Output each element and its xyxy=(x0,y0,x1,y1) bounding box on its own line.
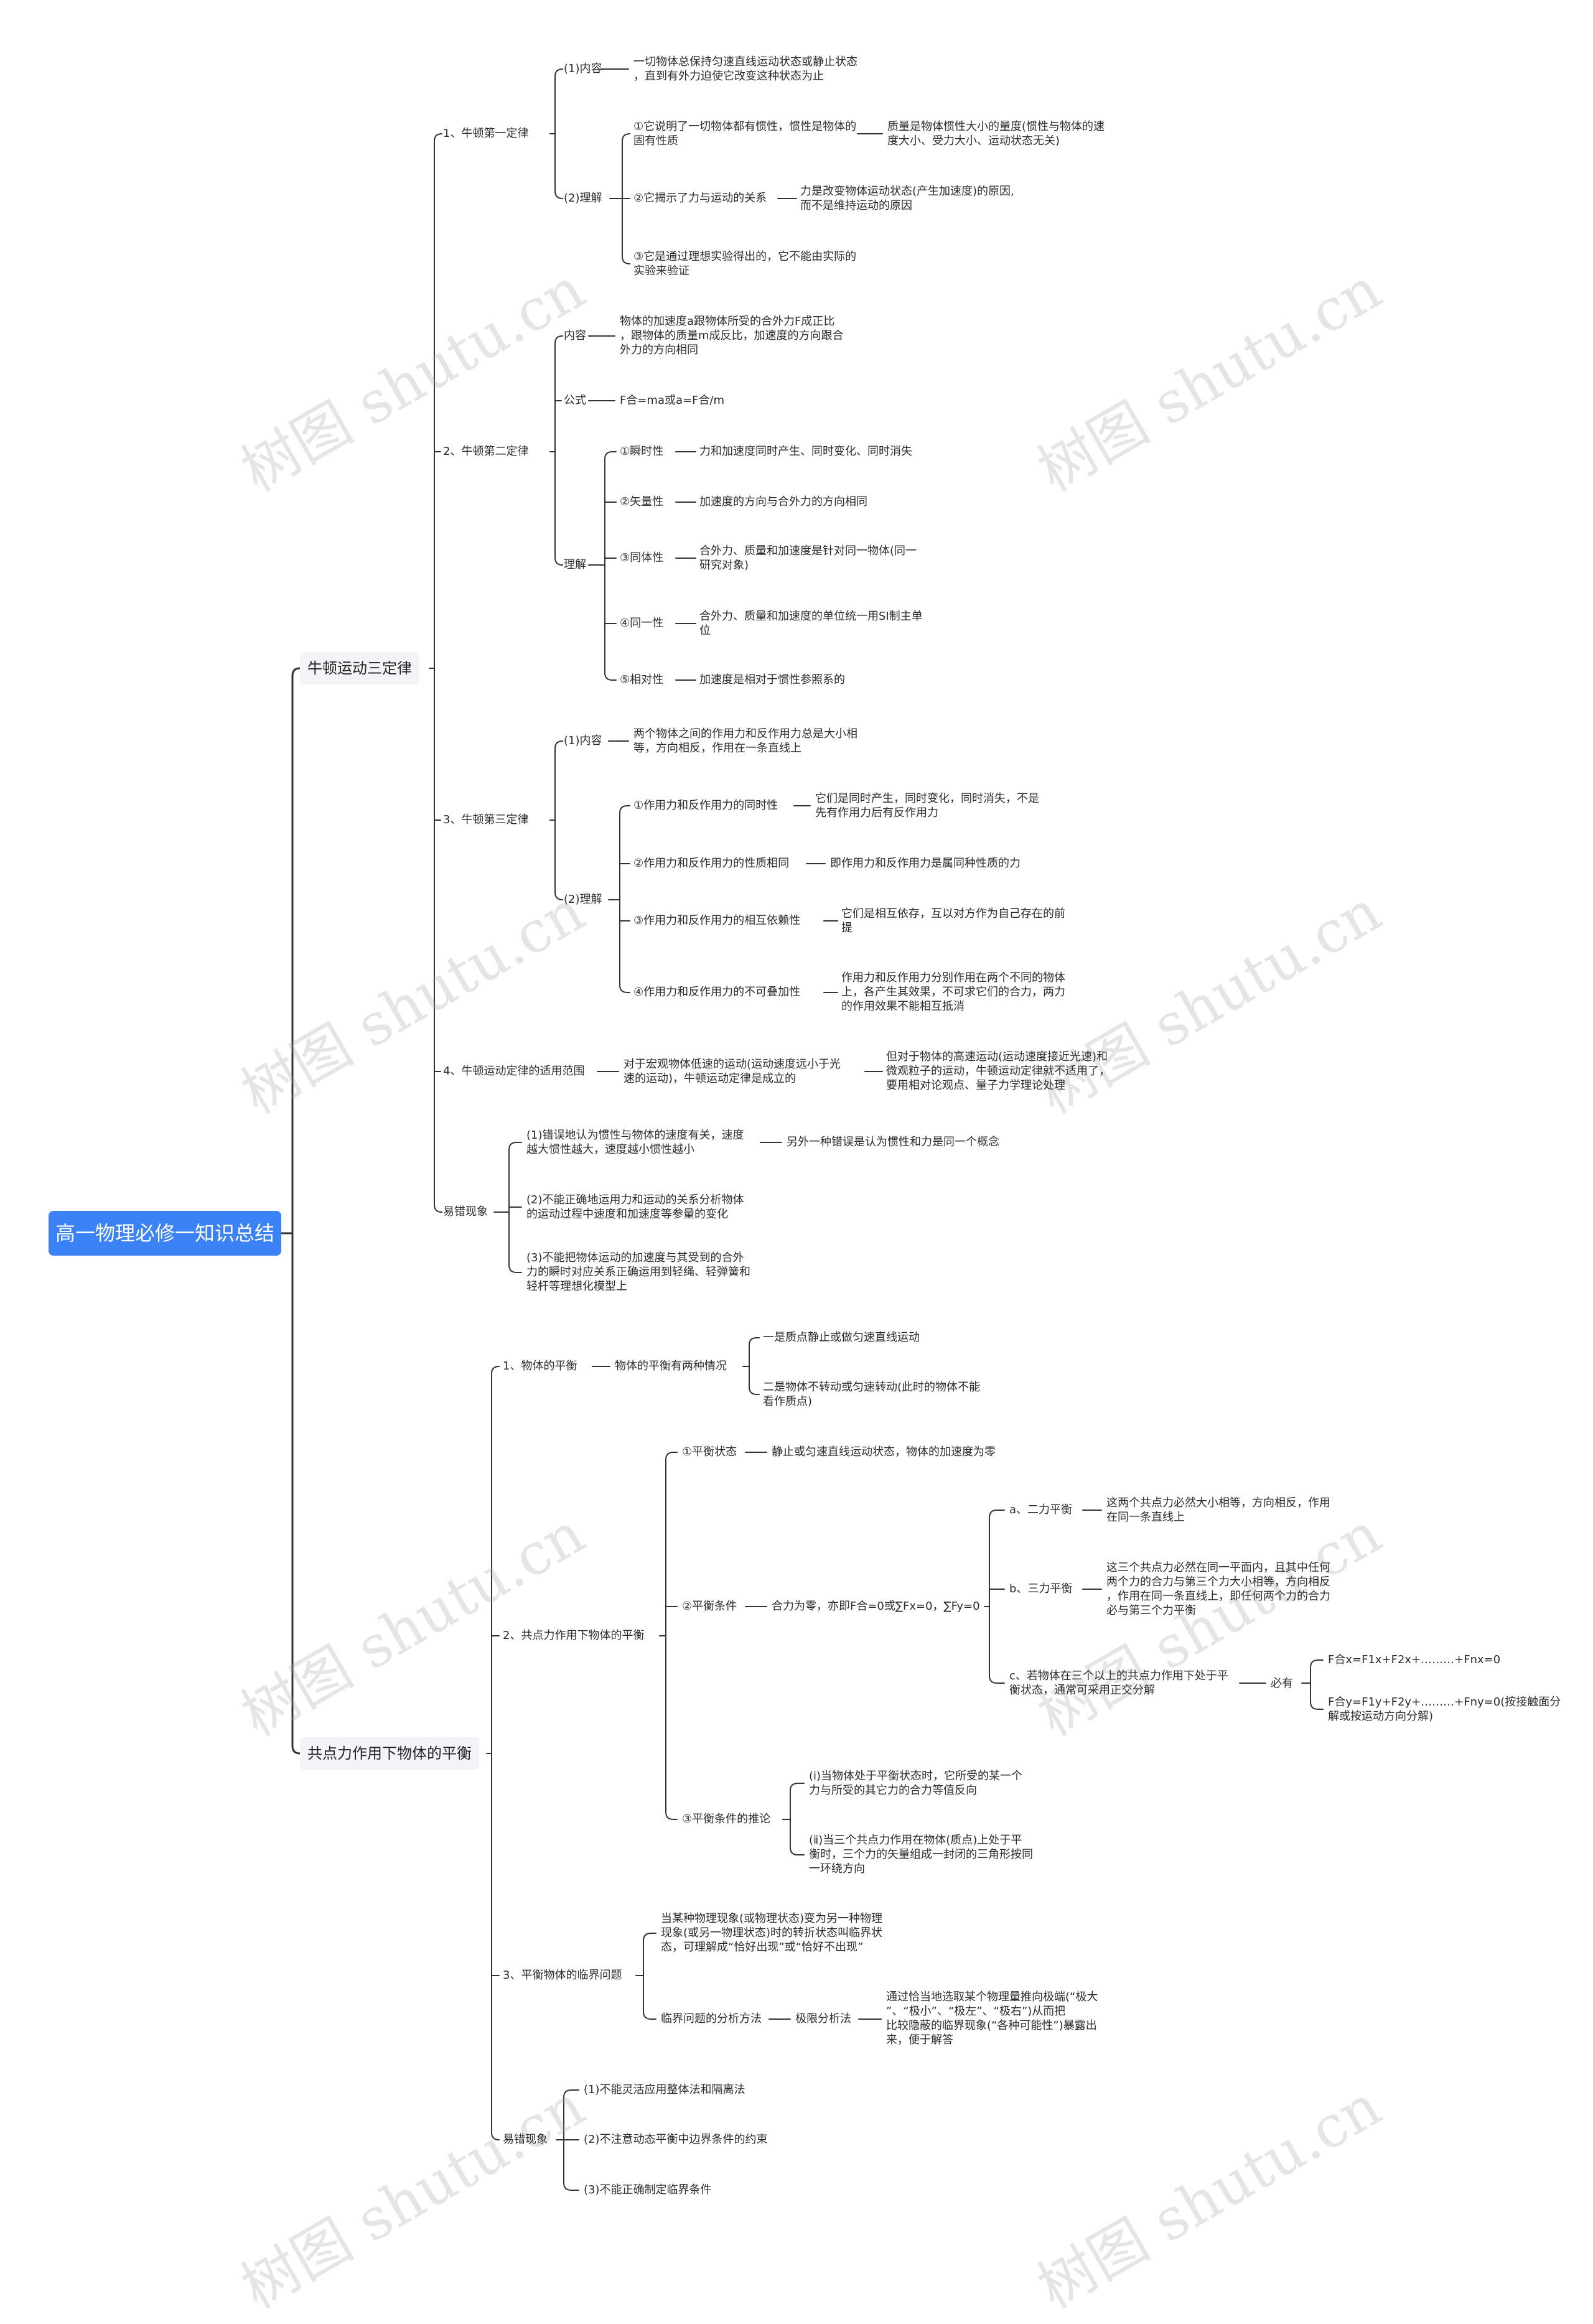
cond[interactable]: 合力为零，亦即F合=0或∑Fx=0，∑Fy=0 xyxy=(772,1600,980,1613)
law2-label[interactable]: 2、牛顿第二定律 xyxy=(443,445,529,458)
connector xyxy=(749,1337,757,1395)
state-label[interactable]: ①平衡状态 xyxy=(682,1445,737,1458)
law2-formula-label[interactable]: 公式 xyxy=(564,394,586,407)
equilibrium-error-3[interactable]: (3)不能正确制定临界条件 xyxy=(584,2183,712,2196)
connector xyxy=(643,1933,652,2020)
two-force[interactable]: 这两个共点力必然大小相等，方向相反，作用 在同一条直线上 xyxy=(1106,1496,1330,1524)
connector xyxy=(604,451,613,681)
mindmap-canvas: 树图 shutu.cn 树图 shutu.cn 树图 shutu.cn 树图 s… xyxy=(49,55,1561,2322)
connector xyxy=(619,805,628,993)
three-force-label[interactable]: b、三力平衡 xyxy=(1009,1582,1073,1595)
law3-item-detail[interactable]: 即作用力和反作用力是属同种性质的力 xyxy=(830,857,1021,870)
cond-label[interactable]: ②平衡条件 xyxy=(682,1600,737,1613)
law3-item-label[interactable]: ④作用力和反作用力的不可叠加性 xyxy=(633,986,801,999)
infer-2[interactable]: (ⅱ)当三个共点力作用在物体(质点)上处于平 衡时，三个力的矢量组成一封闭的三角… xyxy=(809,1834,1033,1875)
law3-item-detail[interactable]: 作用力和反作用力分别作用在两个不同的物体 上，各产生其效果，不可求它们的合力，两… xyxy=(841,971,1065,1013)
newton-error-1-detail[interactable]: 另外一种错误是认为惯性和力是同一个概念 xyxy=(787,1136,999,1149)
law4-invalid[interactable]: 但对于物体的高速运动(运动速度接近光速)和 微观粒子的运动，牛顿运动定律就不适用… xyxy=(886,1050,1110,1092)
connector xyxy=(790,1783,798,1855)
law1-understand-1-detail[interactable]: 质量是物体惯性大小的量度(惯性与物体的速 度大小、受力大小、运动状态无关) xyxy=(887,120,1105,147)
two-force-label[interactable]: a、二力平衡 xyxy=(1009,1503,1073,1516)
balance-case-a[interactable]: 一是质点静止或做匀速直线运动 xyxy=(763,1331,920,1344)
equilibrium-error-2[interactable]: (2)不注意动态平衡中边界条件的约束 xyxy=(584,2133,768,2146)
infer-1[interactable]: (ⅰ)当物体处于平衡状态时，它所受的某一个 力与所受的其它力的合力等值反向 xyxy=(809,1770,1023,1797)
law3-understand-label[interactable]: (2)理解 xyxy=(564,893,602,906)
law2-item-label[interactable]: ②矢量性 xyxy=(620,495,664,508)
must-label[interactable]: 必有 xyxy=(1271,1677,1293,1690)
concurrent-label[interactable]: 2、共点力作用下物体的平衡 xyxy=(503,1629,645,1642)
critical-method[interactable]: 极限分析法 xyxy=(795,2012,851,2025)
balance-case-b[interactable]: 二是物体不转动或匀速转动(此时的物体不能 看作质点) xyxy=(763,1381,981,1408)
law2-item-detail[interactable]: 合外力、质量和加速度是针对同一物体(同一 研究对象) xyxy=(699,544,917,572)
newton-errors-label[interactable]: 易错现象 xyxy=(443,1205,488,1218)
connector xyxy=(554,68,563,199)
law2-item-label[interactable]: ③同体性 xyxy=(620,551,664,564)
law2-item-detail[interactable]: 加速度是相对于惯性参照系的 xyxy=(699,673,845,686)
law1-understand-3[interactable]: ③它是通过理想实验得出的，它不能由实际的 实验来验证 xyxy=(633,250,857,278)
critical-def[interactable]: 当某种物理现象(或物理状态)变为另一种物理 现象(或另一物理状态)时的转折状态叫… xyxy=(661,1912,883,1954)
multi-force-label[interactable]: c、若物体在三个以上的共点力作用下处于平 衡状态，通常可采用正交分解 xyxy=(1009,1669,1228,1697)
law3-label[interactable]: 3、牛顿第三定律 xyxy=(443,813,529,826)
law2-content[interactable]: 物体的加速度a跟物体所受的合外力F成正比 ，跟物体的质量m成反比，加速度的方向跟… xyxy=(620,315,844,357)
law1-understand-label[interactable]: (2)理解 xyxy=(564,192,602,205)
law3-item-detail[interactable]: 它们是同时产生，同时变化，同时消失，不是 先有作用力后有反作用力 xyxy=(815,792,1039,819)
infer-label[interactable]: ③平衡条件的推论 xyxy=(682,1813,771,1826)
connector xyxy=(554,740,563,900)
law1-understand-1[interactable]: ①它说明了一切物体都有惯性，惯性是物体的 固有性质 xyxy=(633,120,857,147)
law1-content[interactable]: 一切物体总保持匀速直线运动状态或静止状态 ，直到有外力迫使它改变这种状态为止 xyxy=(633,55,857,83)
law1-understand-2-detail[interactable]: 力是改变物体运动状态(产生加速度)的原因, 而不是维持运动的原因 xyxy=(800,185,1014,212)
state[interactable]: 静止或匀速直线运动状态，物体的加速度为零 xyxy=(772,1445,996,1458)
law2-item-label[interactable]: ①瞬时性 xyxy=(620,445,664,458)
law3-item-label[interactable]: ③作用力和反作用力的相互依赖性 xyxy=(633,914,801,927)
connector xyxy=(1310,1659,1319,1710)
newton-error-3[interactable]: (3)不能把物体运动的加速度与其受到的合外 力的瞬时对应关系正确运用到轻绳、轻弹… xyxy=(526,1251,750,1293)
law2-item-label[interactable]: ④同一性 xyxy=(620,617,664,630)
law3-item-label[interactable]: ②作用力和反作用力的性质相同 xyxy=(633,857,790,870)
critical-method-label[interactable]: 临界问题的分析方法 xyxy=(661,2012,762,2025)
connector xyxy=(665,1452,674,1820)
newton-error-1[interactable]: (1)错误地认为惯性与物体的速度有关，速度 越大惯性越大，速度越小惯性越小 xyxy=(526,1129,744,1156)
law4-label[interactable]: 4、牛顿运动定律的适用范围 xyxy=(443,1065,585,1078)
branch-equilibrium[interactable]: 共点力作用下物体的平衡 xyxy=(300,1737,479,1770)
root-topic[interactable]: 高一物理必修一知识总结 xyxy=(49,1211,281,1256)
critical-method-detail[interactable]: 通过恰当地选取某个物理量推向极端(“极大 ”、“极小”、“极左”、“极右”)从而… xyxy=(886,1990,1098,2046)
law2-formula[interactable]: F合=ma或a=F合/m xyxy=(620,394,725,407)
branch-newton-laws[interactable]: 牛顿运动三定律 xyxy=(300,652,419,684)
connector xyxy=(291,667,301,1755)
law2-understand-label[interactable]: 理解 xyxy=(564,558,586,571)
balance-mid[interactable]: 物体的平衡有两种情况 xyxy=(615,1360,727,1373)
connector xyxy=(434,133,442,1213)
law1-content-label[interactable]: (1)内容 xyxy=(564,62,602,75)
law3-item-detail[interactable]: 它们是相互依存，互以对方作为自己存在的前 提 xyxy=(841,907,1065,935)
connector xyxy=(491,1366,500,2140)
fx-eq[interactable]: F合x=F1x+F2x+………+Fnx=0 xyxy=(1328,1653,1501,1666)
equilibrium-error-1[interactable]: (1)不能灵活应用整体法和隔离法 xyxy=(584,2083,745,2096)
equilibrium-errors-label[interactable]: 易错现象 xyxy=(503,2133,548,2146)
law2-item-label[interactable]: ⑤相对性 xyxy=(620,673,664,686)
law2-item-detail[interactable]: 力和加速度同时产生、同时变化、同时消失 xyxy=(699,445,912,458)
balance-label[interactable]: 1、物体的平衡 xyxy=(503,1360,577,1373)
law3-item-label[interactable]: ①作用力和反作用力的同时性 xyxy=(633,799,778,812)
law1-understand-2[interactable]: ②它揭示了力与运动的关系 xyxy=(633,192,767,205)
law4-valid[interactable]: 对于宏观物体低速的运动(运动速度远小于光 速的运动)，牛顿运动定律是成立的 xyxy=(624,1058,841,1085)
three-force[interactable]: 这三个共点力必然在同一平面内，且其中任何 两个力的合力与第三个力大小相等，方向相… xyxy=(1106,1561,1330,1617)
law2-item-detail[interactable]: 合外力、质量和加速度的单位统一用SI制主单 位 xyxy=(699,610,923,637)
newton-error-2[interactable]: (2)不能正确地运用力和运动的关系分析物体 的运动过程中速度和加速度等参量的变化 xyxy=(526,1193,744,1221)
critical-label[interactable]: 3、平衡物体的临界问题 xyxy=(503,1969,622,1982)
law3-content-label[interactable]: (1)内容 xyxy=(564,734,602,747)
law2-item-detail[interactable]: 加速度的方向与合外力的方向相同 xyxy=(699,495,867,508)
connector-lines xyxy=(280,68,1324,2191)
law3-content[interactable]: 两个物体之间的作用力和反作用力总是大小相 等，方向相反，作用在一条直线上 xyxy=(633,727,857,755)
law2-content-label[interactable]: 内容 xyxy=(564,329,586,342)
fy-eq[interactable]: F合y=F1y+F2y+………+Fny=0(按接触面分 解或按运动方向分解) xyxy=(1328,1696,1561,1723)
connector xyxy=(989,1510,997,1684)
connector xyxy=(554,335,563,566)
law1-label[interactable]: 1、牛顿第一定律 xyxy=(443,127,529,140)
